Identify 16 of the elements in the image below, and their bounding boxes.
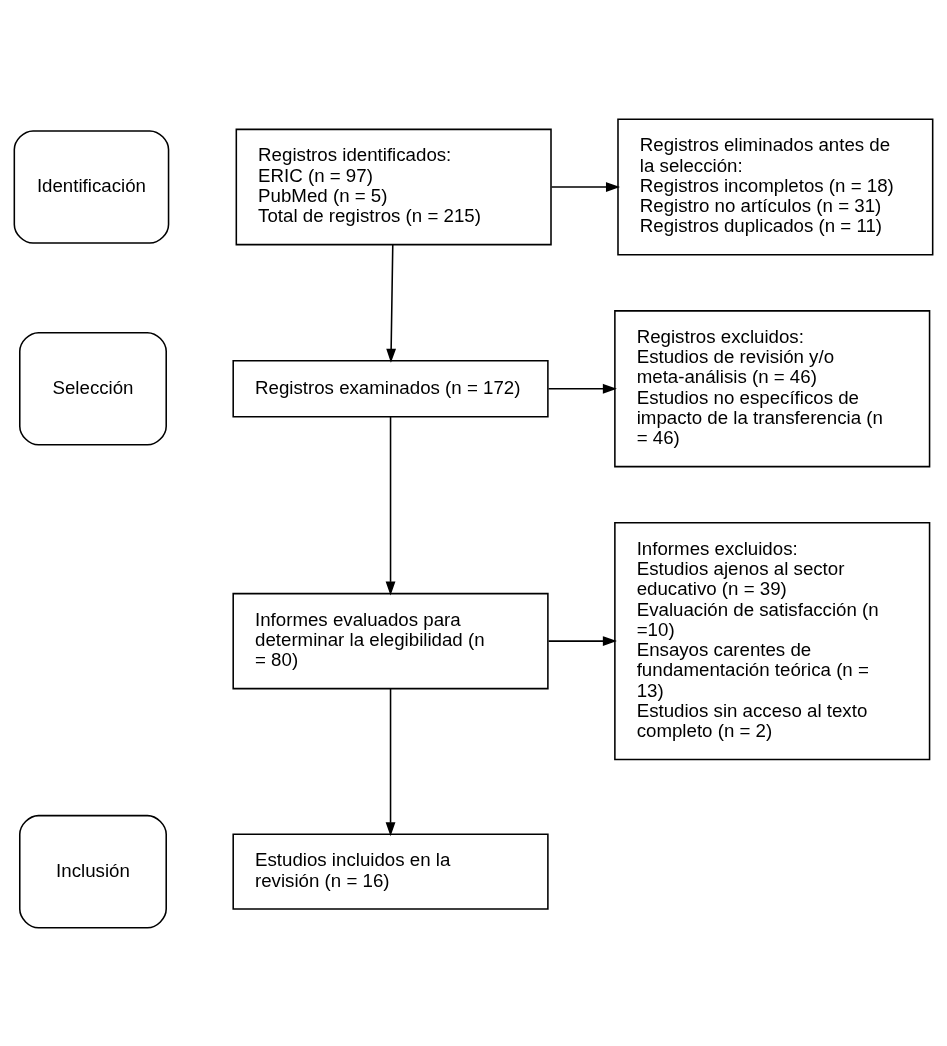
node-box: Registros excluidos: Estudios de revisión y/o meta-análisis (n = 46) Estudios no específicos de impacto de la transferencia (n = 46): [614, 309, 931, 467]
node-box: Registros identificados: ERIC (n = 97) PubMed (n = 5) Total de registros (n = 215): [235, 128, 552, 245]
arrow: [547, 383, 617, 394]
arrow: [550, 181, 620, 192]
node-box: Informes excluidos: Estudios ajenos al sector educativo (n = 39) Evaluación de satisfacción (n =10) Ensayos carentes de fundamentación teórica (n = 13) Estudios sin acceso al texto completo (n = 2): [614, 521, 931, 760]
arrow: [385, 687, 396, 836]
arrow: [547, 635, 617, 646]
node-box: Identificación: [13, 129, 170, 244]
arrow: [385, 415, 396, 596]
arrow: [386, 243, 397, 363]
node-box: Estudios incluidos en la revisión (n = 16): [232, 833, 549, 910]
node-box: Informes evaluados para determinar la elegibilidad (n = 80): [232, 592, 549, 689]
node-box: Registros examinados (n = 172): [232, 359, 549, 418]
node-box: Registros eliminados antes de la selección: Registros incompletos (n = 18) Registro no artículos (n = 31) Registros duplicados (n = 11): [617, 117, 934, 256]
node-box: Selección: [19, 331, 167, 446]
node-box: Inclusión: [19, 814, 167, 929]
